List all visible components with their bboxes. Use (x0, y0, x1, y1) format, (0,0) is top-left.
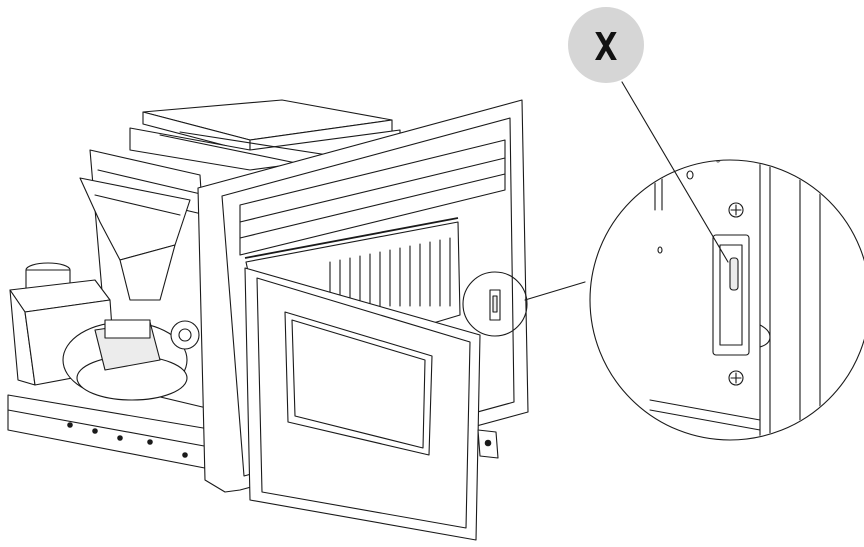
detail-marker-circle (462, 271, 528, 337)
callout-leader-line (621, 81, 729, 263)
door-switch-slot (712, 234, 750, 356)
callout-badge: X (568, 7, 644, 83)
screw-top (728, 202, 744, 218)
heat-exchanger-grille (329, 237, 451, 307)
screw-bottom (728, 370, 744, 386)
detail-leader-lower (524, 281, 586, 301)
magnified-detail-view (589, 159, 864, 441)
callout-label: X (595, 25, 618, 69)
door-latch (489, 289, 501, 321)
combustion-fan (62, 319, 200, 401)
glass-door (244, 267, 499, 541)
